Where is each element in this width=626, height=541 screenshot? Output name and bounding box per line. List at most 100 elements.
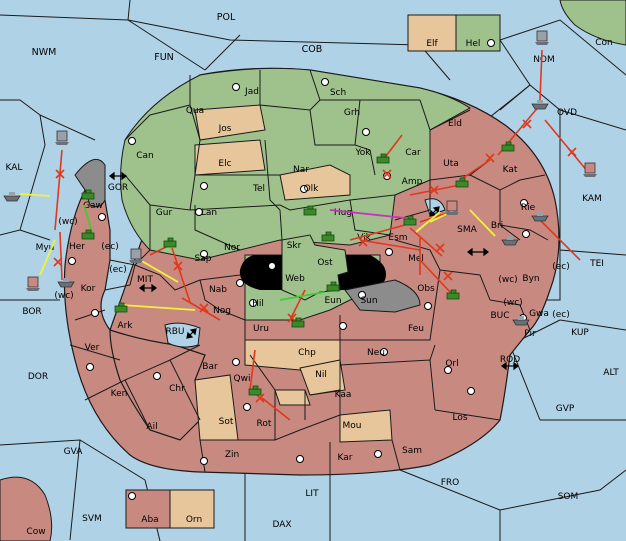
territory-label-sot: Sot — [219, 417, 234, 427]
sea-label-rbu: RBU — [165, 327, 184, 337]
supply-center-icon — [300, 185, 308, 193]
sea-label-nom: NOM — [533, 55, 555, 65]
supply-center-icon — [321, 78, 329, 86]
fleet-icon — [583, 162, 597, 177]
supply-center-icon — [200, 182, 208, 190]
sea-label-rod: ROD — [500, 355, 520, 365]
territory-cow[interactable] — [0, 476, 53, 541]
territory-label-sam: Sam — [402, 446, 422, 456]
territory-label-elc: Elc — [218, 159, 231, 169]
supply-center-icon — [380, 348, 388, 356]
supply-center-icon — [232, 83, 240, 91]
army-icon — [326, 281, 340, 292]
coast-label-wc: (wc) — [503, 298, 522, 308]
sea-label-kam: KAM — [582, 194, 602, 204]
territory-label-hil: Hil — [252, 299, 264, 309]
army-icon — [455, 177, 469, 188]
sea-label-fun: FUN — [154, 52, 174, 63]
yellow-orders — [19, 193, 496, 311]
territory-label-obs: Obs — [417, 284, 435, 294]
territory-label-chp: Chp — [298, 348, 316, 358]
supply-center-icon — [232, 358, 240, 366]
supply-center-icon — [268, 262, 276, 270]
sea-label-gor: GOR — [108, 183, 128, 193]
supply-center-icon — [374, 450, 382, 458]
territory-label-ken: Ken — [111, 389, 128, 399]
army-icon — [321, 231, 335, 242]
supply-center-icon — [444, 366, 452, 374]
fleet-icon — [55, 130, 69, 145]
supply-center-icon — [339, 322, 347, 330]
territory-label-feu: Feu — [408, 324, 424, 334]
territory-label-kor: Kor — [81, 284, 96, 294]
supply-centers — [68, 78, 530, 465]
sea-label-gvp: GVP — [556, 404, 575, 414]
territory-label-yok: Yok — [354, 148, 371, 158]
supply-center-icon — [487, 39, 495, 47]
territory-label-gaw: Gaw — [83, 201, 103, 211]
territory-label-kaa: Kaa — [335, 390, 352, 400]
territory-label-eld: Eld — [448, 119, 462, 129]
supply-center-icon — [385, 248, 393, 256]
rbu-inlet — [164, 322, 201, 348]
fleet-icon — [531, 100, 549, 110]
supply-center-icon — [98, 213, 106, 221]
supply-center-icon — [296, 455, 304, 463]
supply-center-icon — [358, 291, 366, 299]
territory-labels: Jad Sch Qua Jos Grh Eld Can Yok Car Elc … — [36, 87, 549, 463]
territory-label-chr: Chr — [169, 384, 185, 394]
grey-area-sun — [344, 279, 421, 313]
fleet-icon — [3, 192, 21, 202]
sea-label-lit: LIT — [305, 489, 319, 499]
territory-label-ost: Ost — [317, 258, 333, 268]
army-icon — [446, 289, 460, 300]
sea-labels: POL NWM FUN COB Con NOM OVD KAL GOR KAM … — [6, 12, 620, 537]
army-icon — [81, 229, 95, 240]
territory-label-can: Can — [136, 151, 154, 161]
territory-label-orl: Orl — [445, 359, 458, 369]
territory-label-kat: Kat — [503, 165, 518, 175]
sea-label-buc: BUC — [490, 311, 509, 321]
army-icon — [403, 215, 417, 226]
territory-label-jos: Jos — [218, 124, 232, 134]
sea-label-fro: FRO — [441, 478, 460, 488]
sea-label-som: SOM — [558, 492, 579, 502]
sea-label-alt: ALT — [603, 368, 619, 378]
territory-label-uru: Uru — [253, 324, 269, 334]
territory-con[interactable] — [559, 0, 626, 46]
legend-bottom-left-label: Aba — [141, 515, 158, 525]
supply-center-icon — [236, 279, 244, 287]
sea-label-nwm: NWM — [32, 47, 57, 58]
territory-label-grh: Grh — [344, 108, 360, 118]
supply-center-icon — [383, 172, 391, 180]
territory-label-zin: Zin — [225, 450, 239, 460]
territory-label-nar: Nar — [293, 165, 309, 175]
territory-label-neu: Neu — [367, 348, 385, 358]
territory-label-lan: Lan — [201, 208, 217, 218]
territory-label-mou: Mou — [343, 421, 362, 431]
territory-label-nog: Nog — [213, 306, 231, 316]
sea-label-tei: TEI — [589, 259, 604, 269]
territory-label-ail: Ail — [146, 422, 157, 432]
legend-top-left-label: Elf — [426, 39, 438, 49]
magenta-orders — [329, 209, 406, 219]
territory-label-nil: Nil — [315, 370, 327, 380]
territory-label-mel: Mel — [408, 254, 424, 264]
sea-label-pol: POL — [217, 12, 236, 23]
territory-label-sun: Sun — [360, 296, 377, 306]
legend-bottom-right-label: Orn — [186, 515, 202, 525]
legend-top: Elf Hel — [407, 14, 501, 52]
territory-label-sch: Sch — [330, 88, 346, 98]
fleet-icon — [445, 200, 459, 215]
territory-label-qwi: Qwi — [234, 374, 251, 384]
supply-center-icon — [522, 230, 530, 238]
territory-label-eun: Eun — [324, 296, 341, 306]
coast-label-wc: (wc) — [58, 217, 77, 227]
supply-center-icon — [153, 372, 161, 380]
territory-label-skr: Skr — [287, 241, 302, 251]
territory-label-nor: Nor — [224, 243, 240, 253]
sea-label-gva: GVA — [64, 447, 84, 457]
territory-label-myu: Myu — [36, 243, 55, 253]
